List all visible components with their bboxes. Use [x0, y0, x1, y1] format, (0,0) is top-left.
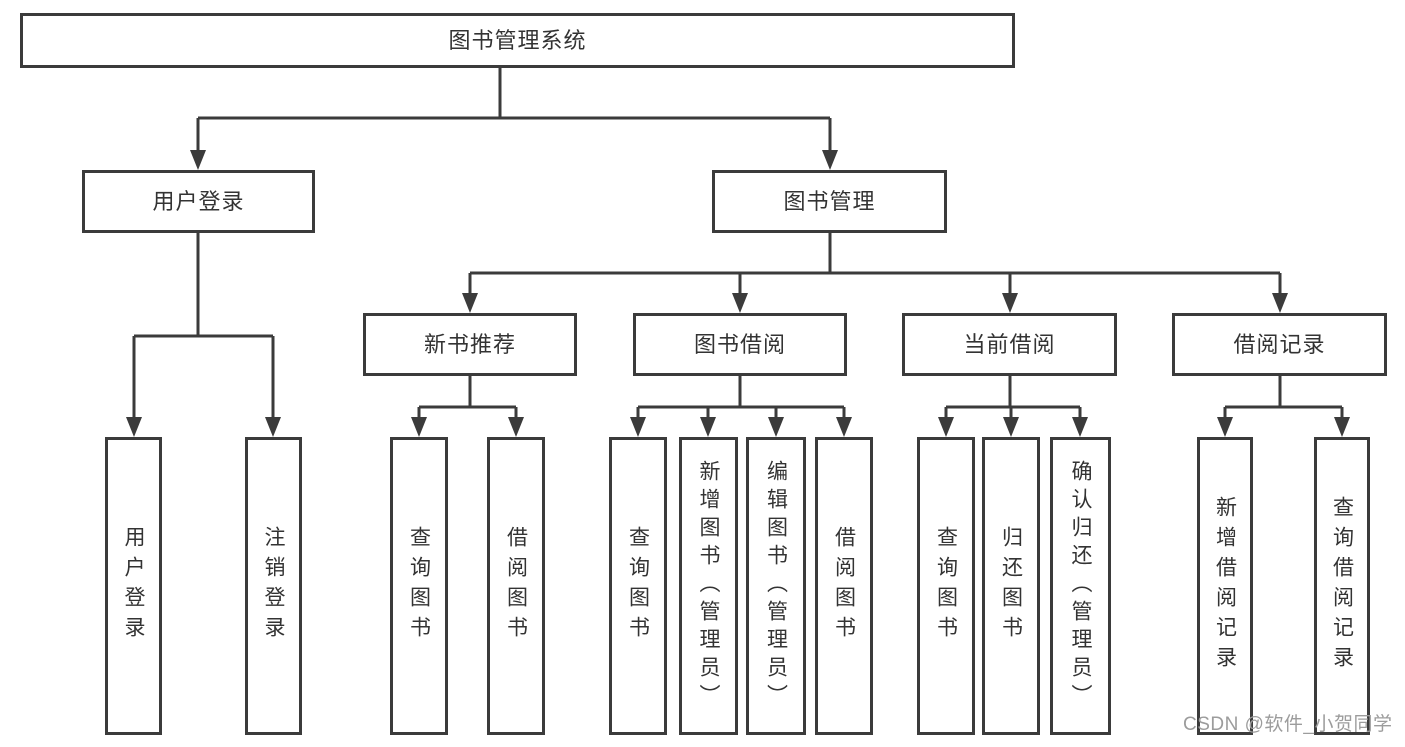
leaf-borrowing-add-books-admin-label: 新增图书（管理员） — [697, 460, 720, 712]
leaf-current-return-books-label: 归还图书 — [999, 526, 1023, 646]
leaf-borrowing-edit-books-admin: 编辑图书（管理员） — [746, 437, 806, 735]
watermark-text: CSDN @软件_小贺同学 — [1183, 714, 1393, 735]
node-book-borrowing-label: 图书借阅 — [693, 331, 786, 357]
leaf-user-login-label: 用户登录 — [122, 526, 145, 646]
leaf-logout-label: 注销登录 — [262, 526, 285, 646]
leaf-recommend-query-books: 查询图书 — [390, 437, 448, 735]
node-user-login-label: 用户登录 — [152, 188, 245, 214]
leaf-borrowing-borrow-books-label: 借阅图书 — [832, 526, 856, 646]
leaf-records-query-record-label: 查询借阅记录 — [1330, 496, 1354, 676]
node-book-management-label: 图书管理 — [783, 188, 876, 214]
leaf-user-login: 用户登录 — [105, 437, 162, 735]
leaf-recommend-borrow-books: 借阅图书 — [487, 437, 545, 735]
leaf-current-return-books: 归还图书 — [982, 437, 1040, 735]
arrowheads — [126, 150, 1350, 437]
node-current-borrowing: 当前借阅 — [902, 313, 1117, 376]
leaf-current-query-books: 查询图书 — [917, 437, 975, 735]
leaf-current-confirm-return-admin-label: 确认归还（管理员） — [1069, 460, 1092, 712]
leaf-recommend-borrow-books-label: 借阅图书 — [504, 526, 528, 646]
leaf-borrowing-edit-books-admin-label: 编辑图书（管理员） — [764, 460, 788, 712]
node-library-system-root-label: 图书管理系统 — [448, 27, 587, 53]
leaf-records-add-record: 新增借阅记录 — [1197, 437, 1253, 735]
node-book-borrowing: 图书借阅 — [633, 313, 847, 376]
node-borrow-records: 借阅记录 — [1172, 313, 1387, 376]
leaf-current-query-books-label: 查询图书 — [934, 526, 958, 646]
leaf-borrowing-borrow-books: 借阅图书 — [815, 437, 873, 735]
leaf-logout: 注销登录 — [245, 437, 302, 735]
node-book-management: 图书管理 — [712, 170, 947, 233]
leaf-current-confirm-return-admin: 确认归还（管理员） — [1050, 437, 1111, 735]
node-new-book-recommend: 新书推荐 — [363, 313, 577, 376]
leaf-borrowing-query-books-label: 查询图书 — [626, 526, 650, 646]
node-library-system-root: 图书管理系统 — [20, 13, 1015, 68]
node-borrow-records-label: 借阅记录 — [1233, 331, 1326, 357]
node-new-book-recommend-label: 新书推荐 — [423, 331, 516, 357]
node-user-login: 用户登录 — [82, 170, 315, 233]
connector-strokes — [132, 68, 1344, 419]
leaf-records-add-record-label: 新增借阅记录 — [1213, 496, 1237, 676]
node-current-borrowing-label: 当前借阅 — [963, 331, 1056, 357]
leaf-borrowing-add-books-admin: 新增图书（管理员） — [679, 437, 738, 735]
leaf-borrowing-query-books: 查询图书 — [609, 437, 667, 735]
leaf-recommend-query-books-label: 查询图书 — [407, 526, 431, 646]
leaf-records-query-record: 查询借阅记录 — [1314, 437, 1370, 735]
